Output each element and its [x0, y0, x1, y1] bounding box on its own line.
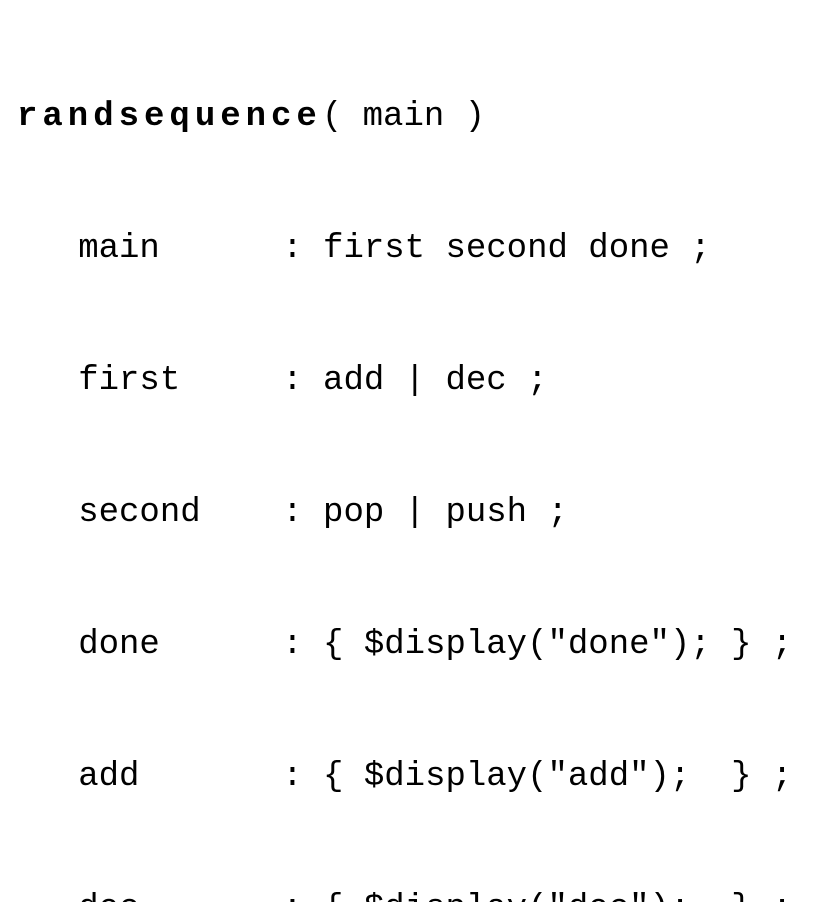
randsequence-args: ( main ) — [321, 98, 486, 136]
code-listing: randsequence( main ) main : first second… — [17, 95, 836, 902]
code-line-open: randsequence( main ) — [17, 95, 836, 139]
keyword-randsequence: randsequence — [17, 98, 322, 136]
code-line-production-second: second : pop | push ; — [17, 494, 568, 532]
code-line-production-add: add : { $display("add"); } ; — [17, 758, 793, 796]
code-line-production-dec: dec : { $display("dec"); } ; — [17, 887, 836, 902]
code-line-production-first: first : add | dec ; — [17, 362, 548, 400]
code-line-production-main: main : first second done ; — [17, 230, 711, 268]
code-line-production-done: done : { $display("done"); } ; — [17, 626, 793, 664]
